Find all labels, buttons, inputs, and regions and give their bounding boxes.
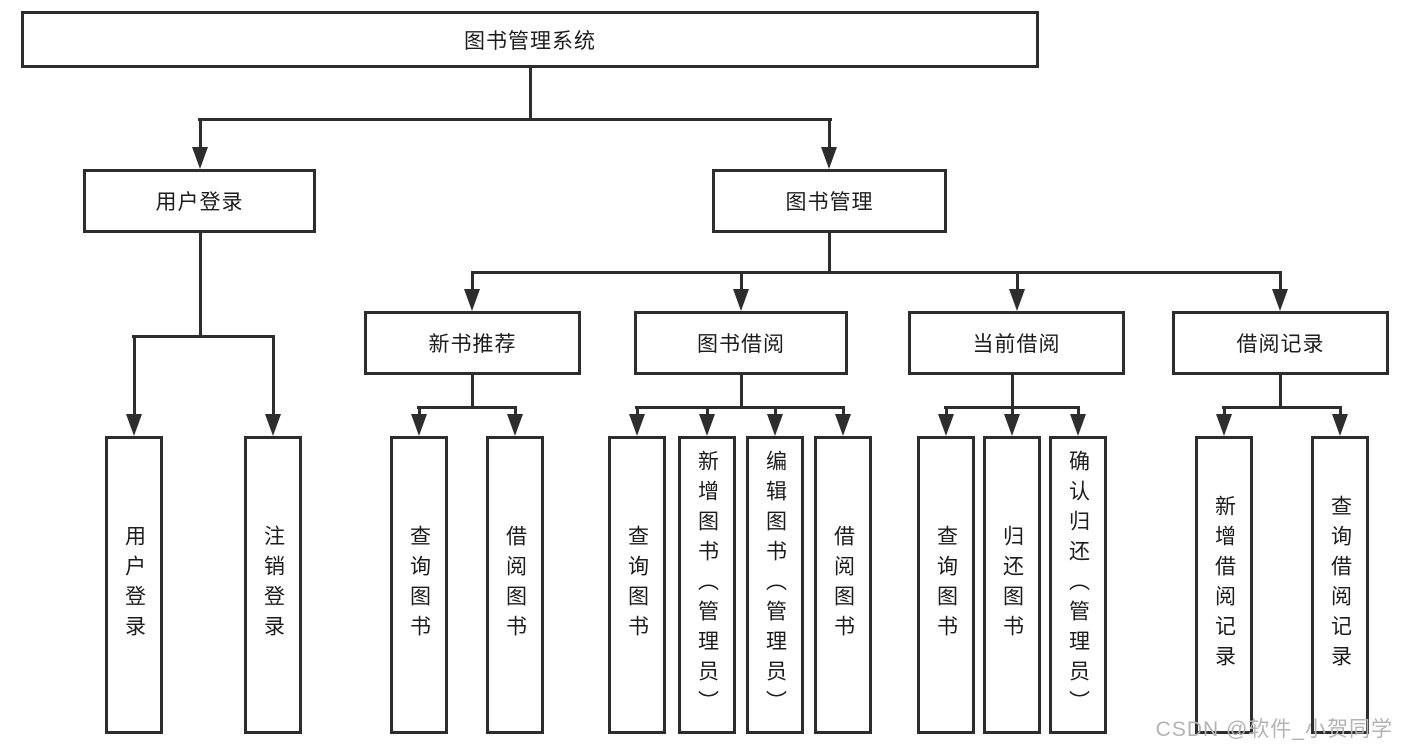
- leaf-user-login: 用户登录: [105, 436, 163, 734]
- connector-arrowhead: [1070, 414, 1086, 436]
- connector-arrowhead: [1272, 289, 1288, 311]
- node-new-book-recommend: 新书推荐: [364, 311, 581, 375]
- node-user-login: 用户登录: [83, 169, 316, 233]
- connector-line: [1279, 271, 1282, 289]
- connector-arrowhead: [699, 414, 715, 436]
- connector-line: [514, 406, 517, 414]
- connector-arrowhead: [821, 147, 837, 169]
- connector-arrowhead: [629, 414, 645, 436]
- watermark-text: CSDN @软件_小贺同学: [1155, 718, 1393, 741]
- connector-line: [417, 406, 517, 409]
- connector-arrowhead: [192, 147, 208, 169]
- connector-line: [1077, 406, 1080, 414]
- leaf-records-query-record: 查询借阅记录: [1311, 436, 1369, 734]
- connector-arrowhead: [464, 289, 480, 311]
- connector-line: [635, 406, 845, 409]
- leaf-current-confirm-return-admin: 确认归还（管理员）: [1049, 436, 1107, 734]
- connector-line: [529, 68, 532, 118]
- leaf-newbook-borrow-books: 借阅图书: [486, 436, 544, 734]
- node-book-borrowing: 图书借阅: [634, 311, 848, 375]
- connector-line: [471, 271, 1282, 274]
- leaf-borrowing-edit-books-admin: 编辑图书（管理员）: [746, 436, 804, 734]
- connector-line: [272, 335, 275, 414]
- connector-line: [1223, 406, 1226, 414]
- connector-line: [471, 375, 474, 406]
- connector-arrowhead: [767, 414, 783, 436]
- connector-line: [1279, 375, 1282, 406]
- connector-line: [740, 375, 743, 406]
- connector-line: [1011, 375, 1014, 406]
- connector-line: [706, 406, 709, 414]
- connector-line: [199, 233, 202, 335]
- connector-line: [418, 406, 421, 414]
- connector-line: [828, 118, 831, 147]
- connector-arrowhead: [1332, 414, 1348, 436]
- connector-line: [471, 271, 474, 289]
- connector-line: [1016, 271, 1019, 289]
- leaf-logout: 注销登录: [244, 436, 302, 734]
- connector-line: [1222, 406, 1342, 409]
- connector-line: [132, 335, 275, 338]
- leaf-borrowing-query-books: 查询图书: [608, 436, 666, 734]
- connector-line: [1011, 406, 1014, 414]
- connector-line: [945, 406, 948, 414]
- connector-arrowhead: [1009, 289, 1025, 311]
- connector-line: [133, 335, 136, 414]
- leaf-newbook-query-books: 查询图书: [390, 436, 448, 734]
- connector-arrowhead: [733, 289, 749, 311]
- node-borrowing-records: 借阅记录: [1172, 311, 1389, 375]
- connector-line: [828, 233, 831, 271]
- connector-arrowhead: [126, 414, 142, 436]
- connector-arrowhead: [835, 414, 851, 436]
- connector-arrowhead: [1004, 414, 1020, 436]
- leaf-borrowing-borrow-books: 借阅图书: [814, 436, 872, 734]
- connector-line: [842, 406, 845, 414]
- leaf-current-return-books: 归还图书: [983, 436, 1041, 734]
- connector-line: [199, 118, 202, 147]
- leaf-records-add-record: 新增借阅记录: [1195, 436, 1253, 734]
- connector-arrowhead: [411, 414, 427, 436]
- connector-line: [740, 271, 743, 289]
- connector-line: [774, 406, 777, 414]
- connector-arrowhead: [265, 414, 281, 436]
- connector-arrowhead: [1216, 414, 1232, 436]
- connector-arrowhead: [507, 414, 523, 436]
- connector-line: [198, 118, 832, 121]
- leaf-current-query-books: 查询图书: [917, 436, 975, 734]
- connector-line: [1339, 406, 1342, 414]
- node-library-system: 图书管理系统: [21, 11, 1039, 68]
- leaf-borrowing-add-books-admin: 新增图书（管理员）: [678, 436, 736, 734]
- node-book-management: 图书管理: [712, 169, 947, 233]
- node-current-borrowing: 当前借阅: [908, 311, 1125, 375]
- connector-arrowhead: [938, 414, 954, 436]
- connector-line: [636, 406, 639, 414]
